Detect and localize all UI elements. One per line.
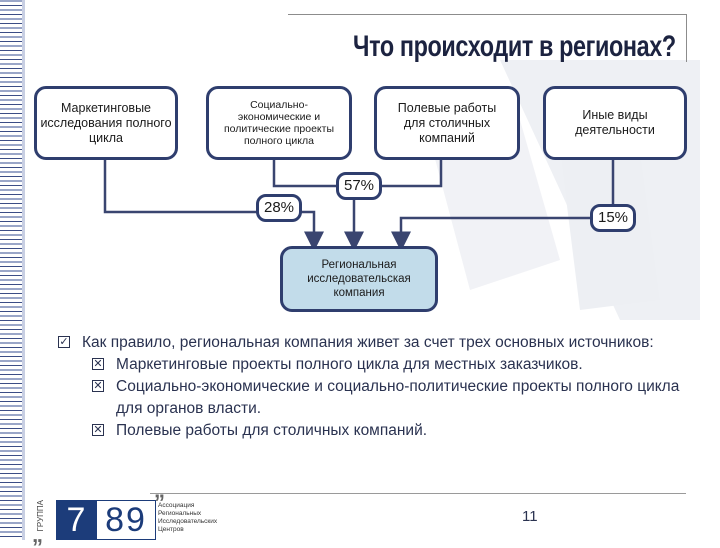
logo-side-text: ГРУППА (36, 500, 45, 532)
pct-57: 57% (336, 172, 382, 200)
bullet-item: ✕ Полевые работы для столичных компаний. (58, 420, 698, 442)
logo-digits: 89 (96, 500, 156, 540)
bullet-item-text: Маркетинговые проекты полного цикла для … (116, 356, 583, 373)
box-marketing-label: Маркетинговые исследования полного цикла (40, 100, 172, 145)
spiral-binding (0, 0, 22, 540)
checkbox-x-icon: ✕ (92, 380, 104, 392)
logo-quote-left-icon: „ (32, 522, 43, 547)
box-field: Полевые работы для столичных компаний (374, 86, 520, 160)
connector-social (272, 160, 364, 252)
box-regional-label: Региональная исследовательская компания (307, 259, 411, 299)
checkbox-x-icon: ✕ (92, 424, 104, 436)
page-number: 11 (522, 508, 538, 525)
slide-title: Что происходит в регионах? (353, 30, 676, 63)
logo: „ ГРУППА 7 89 ” Ассоциация Региональных … (30, 490, 230, 547)
checkbox-checked-icon: ✓ (58, 336, 70, 348)
box-other-label: Иные виды деятельности (575, 108, 655, 137)
bullet-item: ✕ Маркетинговые проекты полного цикла дл… (58, 354, 698, 376)
title-frame-right (686, 14, 687, 62)
logo-quote-right-icon: ” (154, 490, 165, 515)
checkbox-x-icon: ✕ (92, 358, 104, 370)
title-frame-top (288, 14, 686, 15)
binding-edge (22, 0, 25, 540)
bullet-list: ✓ Как правило, региональная компания жив… (58, 332, 698, 442)
logo-text-line: Исследовательских (158, 518, 218, 525)
box-social: Социально-экономические и политические п… (206, 86, 352, 160)
box-field-label: Полевые работы для столичных компаний (397, 100, 497, 145)
box-regional-company: Региональная исследовательская компания (280, 246, 438, 312)
bullet-lead-text: Как правило, региональная компания живет… (82, 334, 654, 351)
bullet-item-text: Социально-экономические и социально-поли… (116, 378, 680, 417)
bullet-item: ✕ Социально-экономические и социально-по… (58, 376, 698, 420)
pct-15: 15% (590, 204, 636, 232)
connector-field (354, 158, 443, 188)
logo-text: Ассоциация Региональных Исследовательски… (158, 502, 217, 534)
bullet-lead: ✓ Как правило, региональная компания жив… (58, 332, 698, 354)
logo-digit: 7 (56, 500, 96, 540)
footer-divider (150, 493, 686, 494)
box-marketing: Маркетинговые исследования полного цикла (34, 86, 178, 160)
bullet-item-text: Полевые работы для столичных компаний. (116, 422, 428, 439)
logo-text-line: Региональных (158, 510, 202, 517)
connector-marketing (103, 158, 324, 252)
box-other: Иные виды деятельности (543, 86, 687, 160)
logo-text-line: Центров (158, 526, 184, 533)
box-social-label: Социально-экономические и политические п… (223, 99, 334, 147)
logo-text-line: Ассоциация (158, 502, 195, 509)
connector-other (391, 158, 615, 252)
pct-28: 28% (256, 194, 302, 222)
